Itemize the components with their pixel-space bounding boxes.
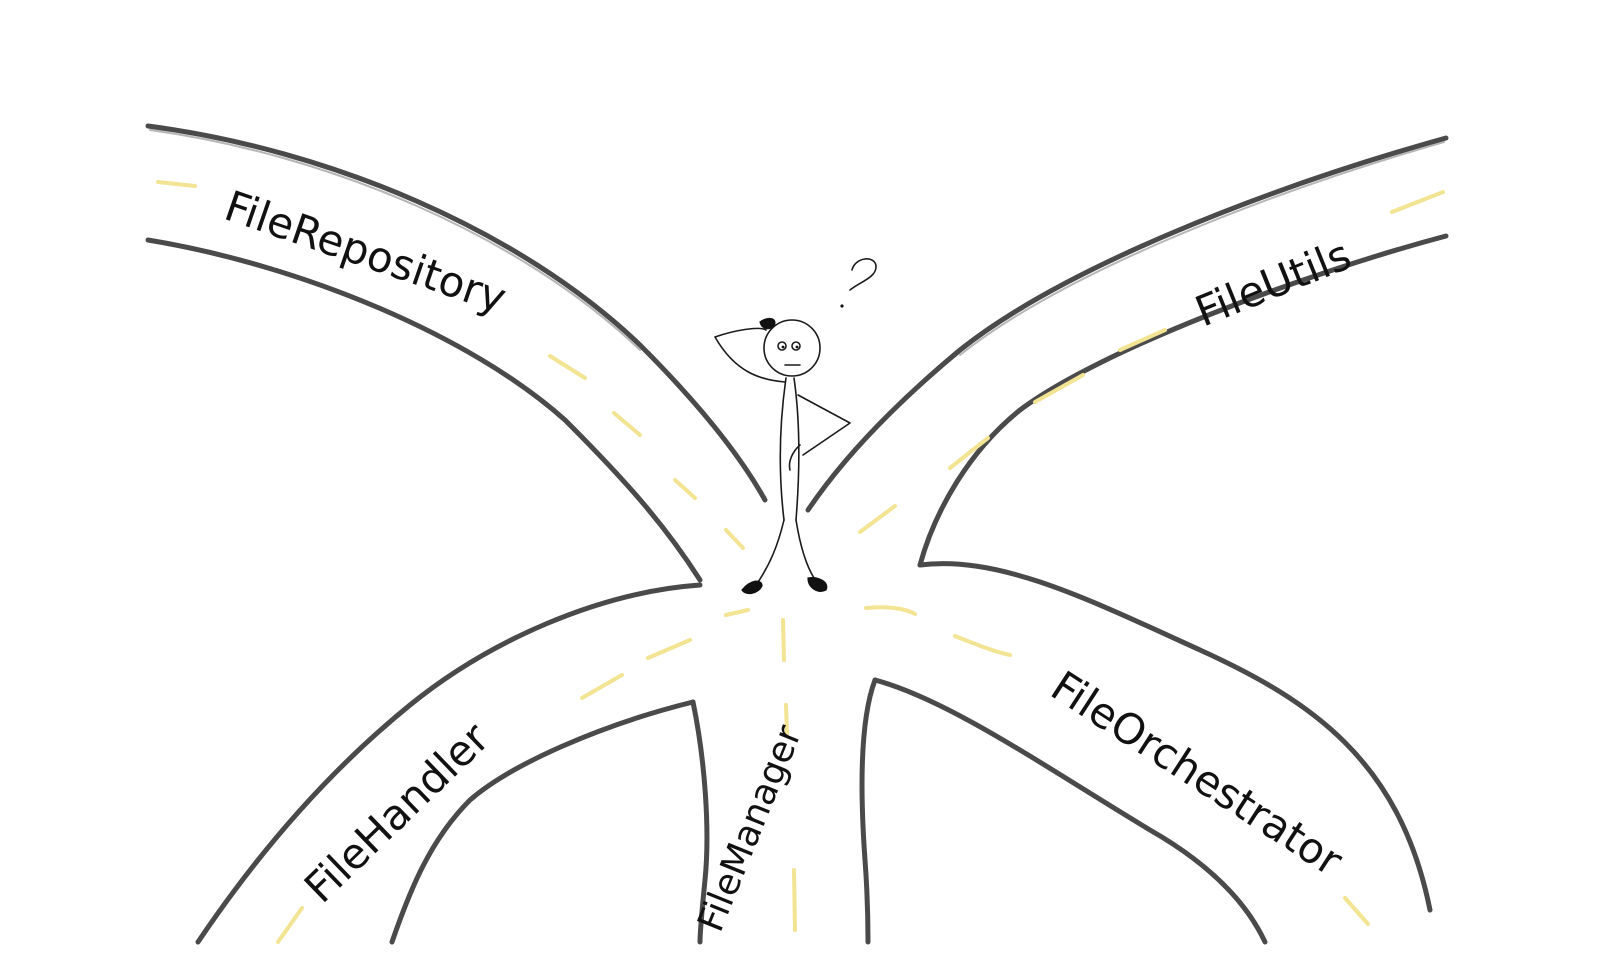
stick-figure [714, 317, 851, 595]
stick-figure-hip-arm [797, 394, 851, 456]
question-mark-icon [840, 258, 877, 308]
stick-figure-right-foot [807, 577, 828, 592]
stick-figure-left-foot [741, 580, 763, 595]
road-south-right-edge [859, 677, 878, 945]
stick-figure-body [779, 377, 787, 521]
road-north-west-upper-edge [145, 123, 768, 503]
road-north-east [805, 135, 1449, 568]
road-south-west [195, 582, 750, 945]
stick-figure-right-eye [791, 341, 801, 351]
road-south [690, 618, 878, 945]
stick-figure-left-pupil [781, 345, 785, 349]
road-north-west-lower-edge [145, 237, 703, 583]
road-label-file-handler: FileHandler [295, 713, 499, 912]
road-label-file-orchestrator: FileOrchestrator [1043, 661, 1352, 886]
stick-figure-hip-hand [788, 444, 801, 471]
road-south-east-inner-edge [872, 677, 1268, 945]
road-south-center-line [781, 618, 797, 932]
road-label-file-utils: FileUtils [1188, 230, 1357, 336]
road-south-east [864, 561, 1433, 945]
road-north-east-edge-texture [959, 141, 1445, 356]
road-north-east-lower-edge [917, 233, 1449, 568]
road-south-west-inner-edge [389, 699, 696, 945]
road-south-east-outer-edge [917, 561, 1433, 913]
road-north-east-center-line [858, 190, 1445, 534]
road-north-west-edge-texture [149, 129, 641, 351]
stick-figure-head [763, 319, 821, 377]
road-south-west-center-line [276, 608, 750, 944]
stick-figure-left-leg [755, 519, 785, 586]
road-north-east-upper-edge [805, 135, 1449, 513]
stick-figure-left-eye [777, 341, 787, 351]
stick-figure-right-pupil [795, 345, 799, 349]
road-south-east-center-line [864, 605, 1370, 926]
road-south-west-outer-edge [195, 582, 703, 945]
road-north-west [145, 123, 768, 583]
road-north-west-center-line [156, 180, 745, 550]
stick-figure-raised-arm [714, 327, 786, 383]
stick-figure-hand [759, 317, 776, 330]
stick-figure-right-leg [795, 519, 815, 579]
road-south-left-edge [690, 699, 710, 945]
